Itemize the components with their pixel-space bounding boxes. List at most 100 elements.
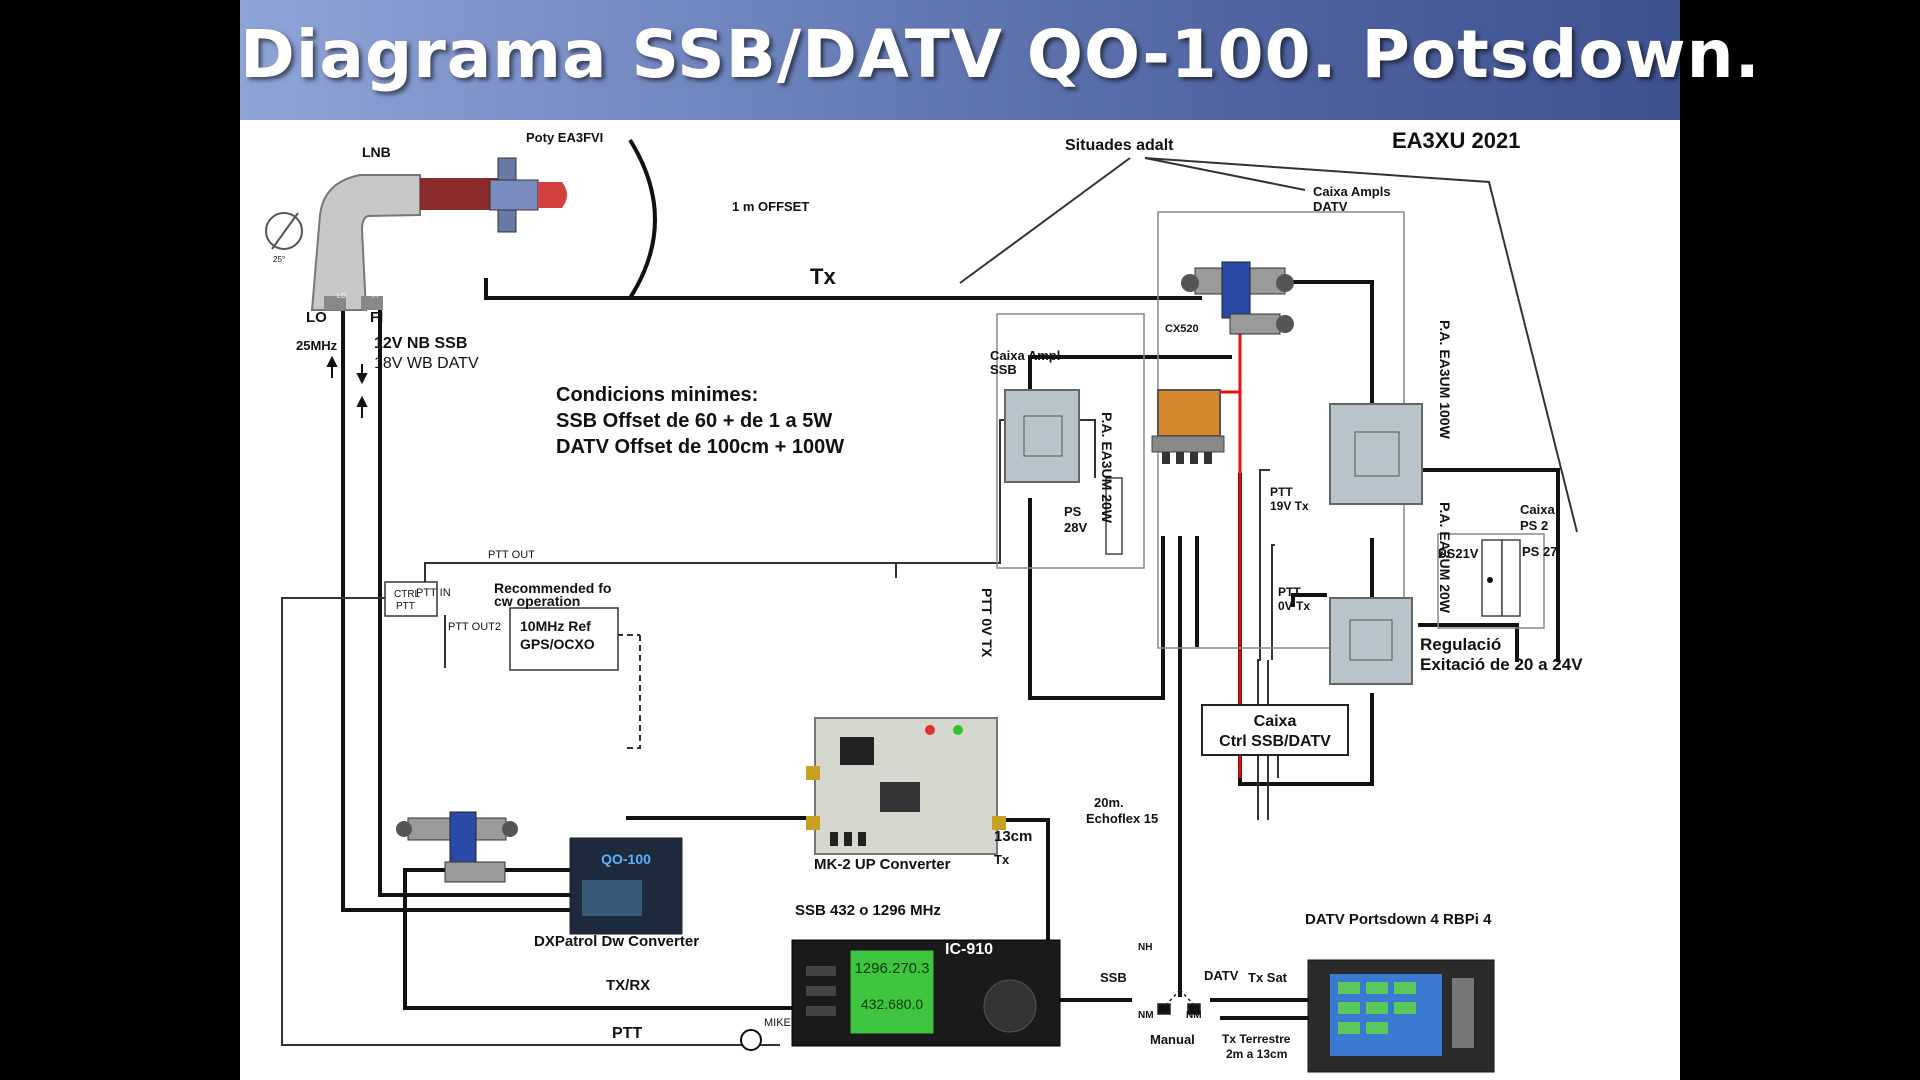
label-lnb-fi: FI (372, 293, 378, 300)
label-ptt-0v-2: 0V Tx (1278, 599, 1310, 613)
label-manual: Manual (1150, 1032, 1195, 1047)
label-caixa-ctrl-2: Ctrl SSB/DATV (1219, 733, 1331, 750)
label-tx-terrestre-1: Tx Terrestre (1222, 1032, 1291, 1046)
leader-1 (959, 157, 1131, 284)
slide-title: Diagrama SSB/DATV QO-100. Potsdown. (240, 16, 1761, 93)
label-txrx: TX/RX (606, 977, 650, 994)
label-nm-1: NM (1138, 1010, 1154, 1021)
label-mike: MIKE (764, 1017, 791, 1029)
label-ptt: PTT (612, 1025, 642, 1042)
label-ptt-19v-2: 19V Tx (1270, 499, 1309, 513)
label-ps28-1: PS (1064, 504, 1082, 519)
label-ps21v: PS21V (1438, 546, 1479, 561)
label-lnb: LNB (362, 144, 391, 160)
label-ref-2: GPS/OCXO (520, 636, 595, 652)
coax-switch-relay (1151, 389, 1225, 464)
label-nh: NH (1138, 942, 1152, 953)
wire-ptt20w (1271, 544, 1275, 660)
title-banner: Diagrama SSB/DATV QO-100. Potsdown. (240, 0, 1761, 120)
label-offset: 1 m OFFSET (732, 199, 809, 214)
label-echoflex-1: 20m. (1094, 795, 1124, 810)
portsdown-tablet (1307, 959, 1495, 1073)
ic910-sub-freq: 432.680.0 (861, 996, 923, 1012)
label-ctrl-1: CTRL (394, 589, 421, 600)
label-wb-datv: 18V WB DATV (374, 355, 479, 372)
box-10mhz-ref (509, 607, 619, 671)
qo100-logo-text: QO-100 (601, 851, 651, 867)
wire-ref-down (624, 635, 641, 749)
label-ic910: IC-910 (945, 941, 993, 958)
label-ps27: PS 27 (1522, 544, 1557, 559)
lo-fi-arrows (326, 355, 368, 418)
label-ptt-0v-tx: PTT 0V TX (979, 588, 995, 658)
label-pa-100w: P.A. EA3UM 100W (1437, 320, 1453, 440)
label-caixa-ampl-ssb-1: Caixa Ampl (990, 348, 1060, 363)
wire-pa-power-3 (1291, 593, 1327, 607)
box-ps28 (1105, 477, 1123, 555)
leader-3 (1144, 157, 1578, 533)
label-caixa-ampls-datv-1: Caixa Ampls (1313, 184, 1391, 199)
wire-lnb-lo (341, 308, 577, 912)
label-tx2: Tx (994, 852, 1010, 867)
wire-ssb-pa-out (1028, 498, 1165, 700)
lnb-body (310, 174, 421, 311)
label-author: EA3XU 2021 (1392, 128, 1520, 153)
label-recommended-1: Recommended fo (494, 580, 611, 596)
label-ssb: SSB (1100, 970, 1127, 985)
label-cond-datv: DATV Offset de 100cm + 100W (556, 436, 844, 458)
box-ctrl-ptt (384, 581, 438, 617)
label-tx: Tx (810, 264, 836, 289)
labels: LNB Poty EA3FVI 25° LO FI 1 m OFFSET Tx … (273, 128, 1583, 1061)
label-caixa-ctrl-1: Caixa (1254, 713, 1297, 730)
label-tx-terrestre-2: 2m a 13cm (1226, 1047, 1287, 1061)
box-caixa-ps2 (1437, 533, 1545, 629)
block-diagram: QO-100 1296.270.3 432.680.0 (265, 128, 1583, 1073)
ic910-knob (983, 979, 1037, 1033)
label-dxpatrol: DXPatrol Dw Converter (534, 933, 699, 950)
label-fi-arrow: FI (370, 309, 383, 326)
wire-ptt-in (281, 597, 780, 1046)
label-ps28-2: 28V (1064, 520, 1087, 535)
label-nm-2: NM (1186, 1010, 1202, 1021)
label-angle: 25° (273, 255, 285, 264)
ic910-display (849, 949, 935, 1035)
poty-tip (538, 182, 567, 208)
label-lo-freq: 25MHz (296, 338, 338, 353)
label-lo-arrow: LO (306, 309, 327, 326)
wire-tx-feed (484, 278, 1202, 300)
ps-bar-27 (1501, 539, 1521, 617)
wire-13cm (973, 818, 1132, 1002)
label-regulacio-1: Regulació (1420, 635, 1501, 654)
mike-connector-icon (740, 1029, 762, 1051)
wire-ptt-out (424, 562, 897, 582)
lnb-neck (420, 178, 500, 210)
label-ptt-0v-1: PTT (1278, 585, 1301, 599)
label-ctrl-2: PTT (396, 601, 415, 612)
lnb-polarity-icon (265, 212, 303, 250)
ic910-radio: 1296.270.3 432.680.0 (791, 939, 1061, 1047)
label-caixa-ampls-datv-2: DATV (1313, 199, 1348, 214)
ic910-main-freq: 1296.270.3 (854, 960, 929, 977)
leader-2 (1144, 157, 1306, 191)
label-pa-20w-ssb: P.A. EA3UM 20W (1099, 412, 1115, 524)
label-13cm: 13cm (994, 828, 1032, 845)
label-caixa-ampl-ssb-2: SSB (990, 362, 1017, 377)
box-caixa-ctrl (1201, 704, 1349, 756)
ps-regulator-dot (1487, 577, 1493, 583)
wire-cx520-100w (1278, 280, 1374, 407)
wire-ptt-out-right (896, 548, 1001, 564)
wire-lnb-fi (378, 308, 577, 897)
pa-datv-20w (1329, 597, 1413, 685)
label-regulacio-2: Exitació de 20 a 24V (1420, 655, 1583, 674)
label-ssb-freq: SSB 432 o 1296 MHz (795, 902, 941, 919)
lnb-device (265, 157, 567, 311)
dish-icon (628, 138, 657, 300)
label-caixa-ps2-1: Caixa (1520, 502, 1555, 517)
label-pa-20w-datv: P.A. EA3UM 20W (1437, 502, 1453, 614)
label-datv: DATV (1204, 968, 1239, 983)
label-ptt-19v-1: PTT (1270, 485, 1293, 499)
label-ref-1: 10MHz Ref (520, 618, 591, 634)
wire-pa-power-2 (1418, 623, 1519, 662)
label-lnb-lo: LO (337, 293, 347, 300)
wire-pa-power-1 (1418, 468, 1560, 662)
